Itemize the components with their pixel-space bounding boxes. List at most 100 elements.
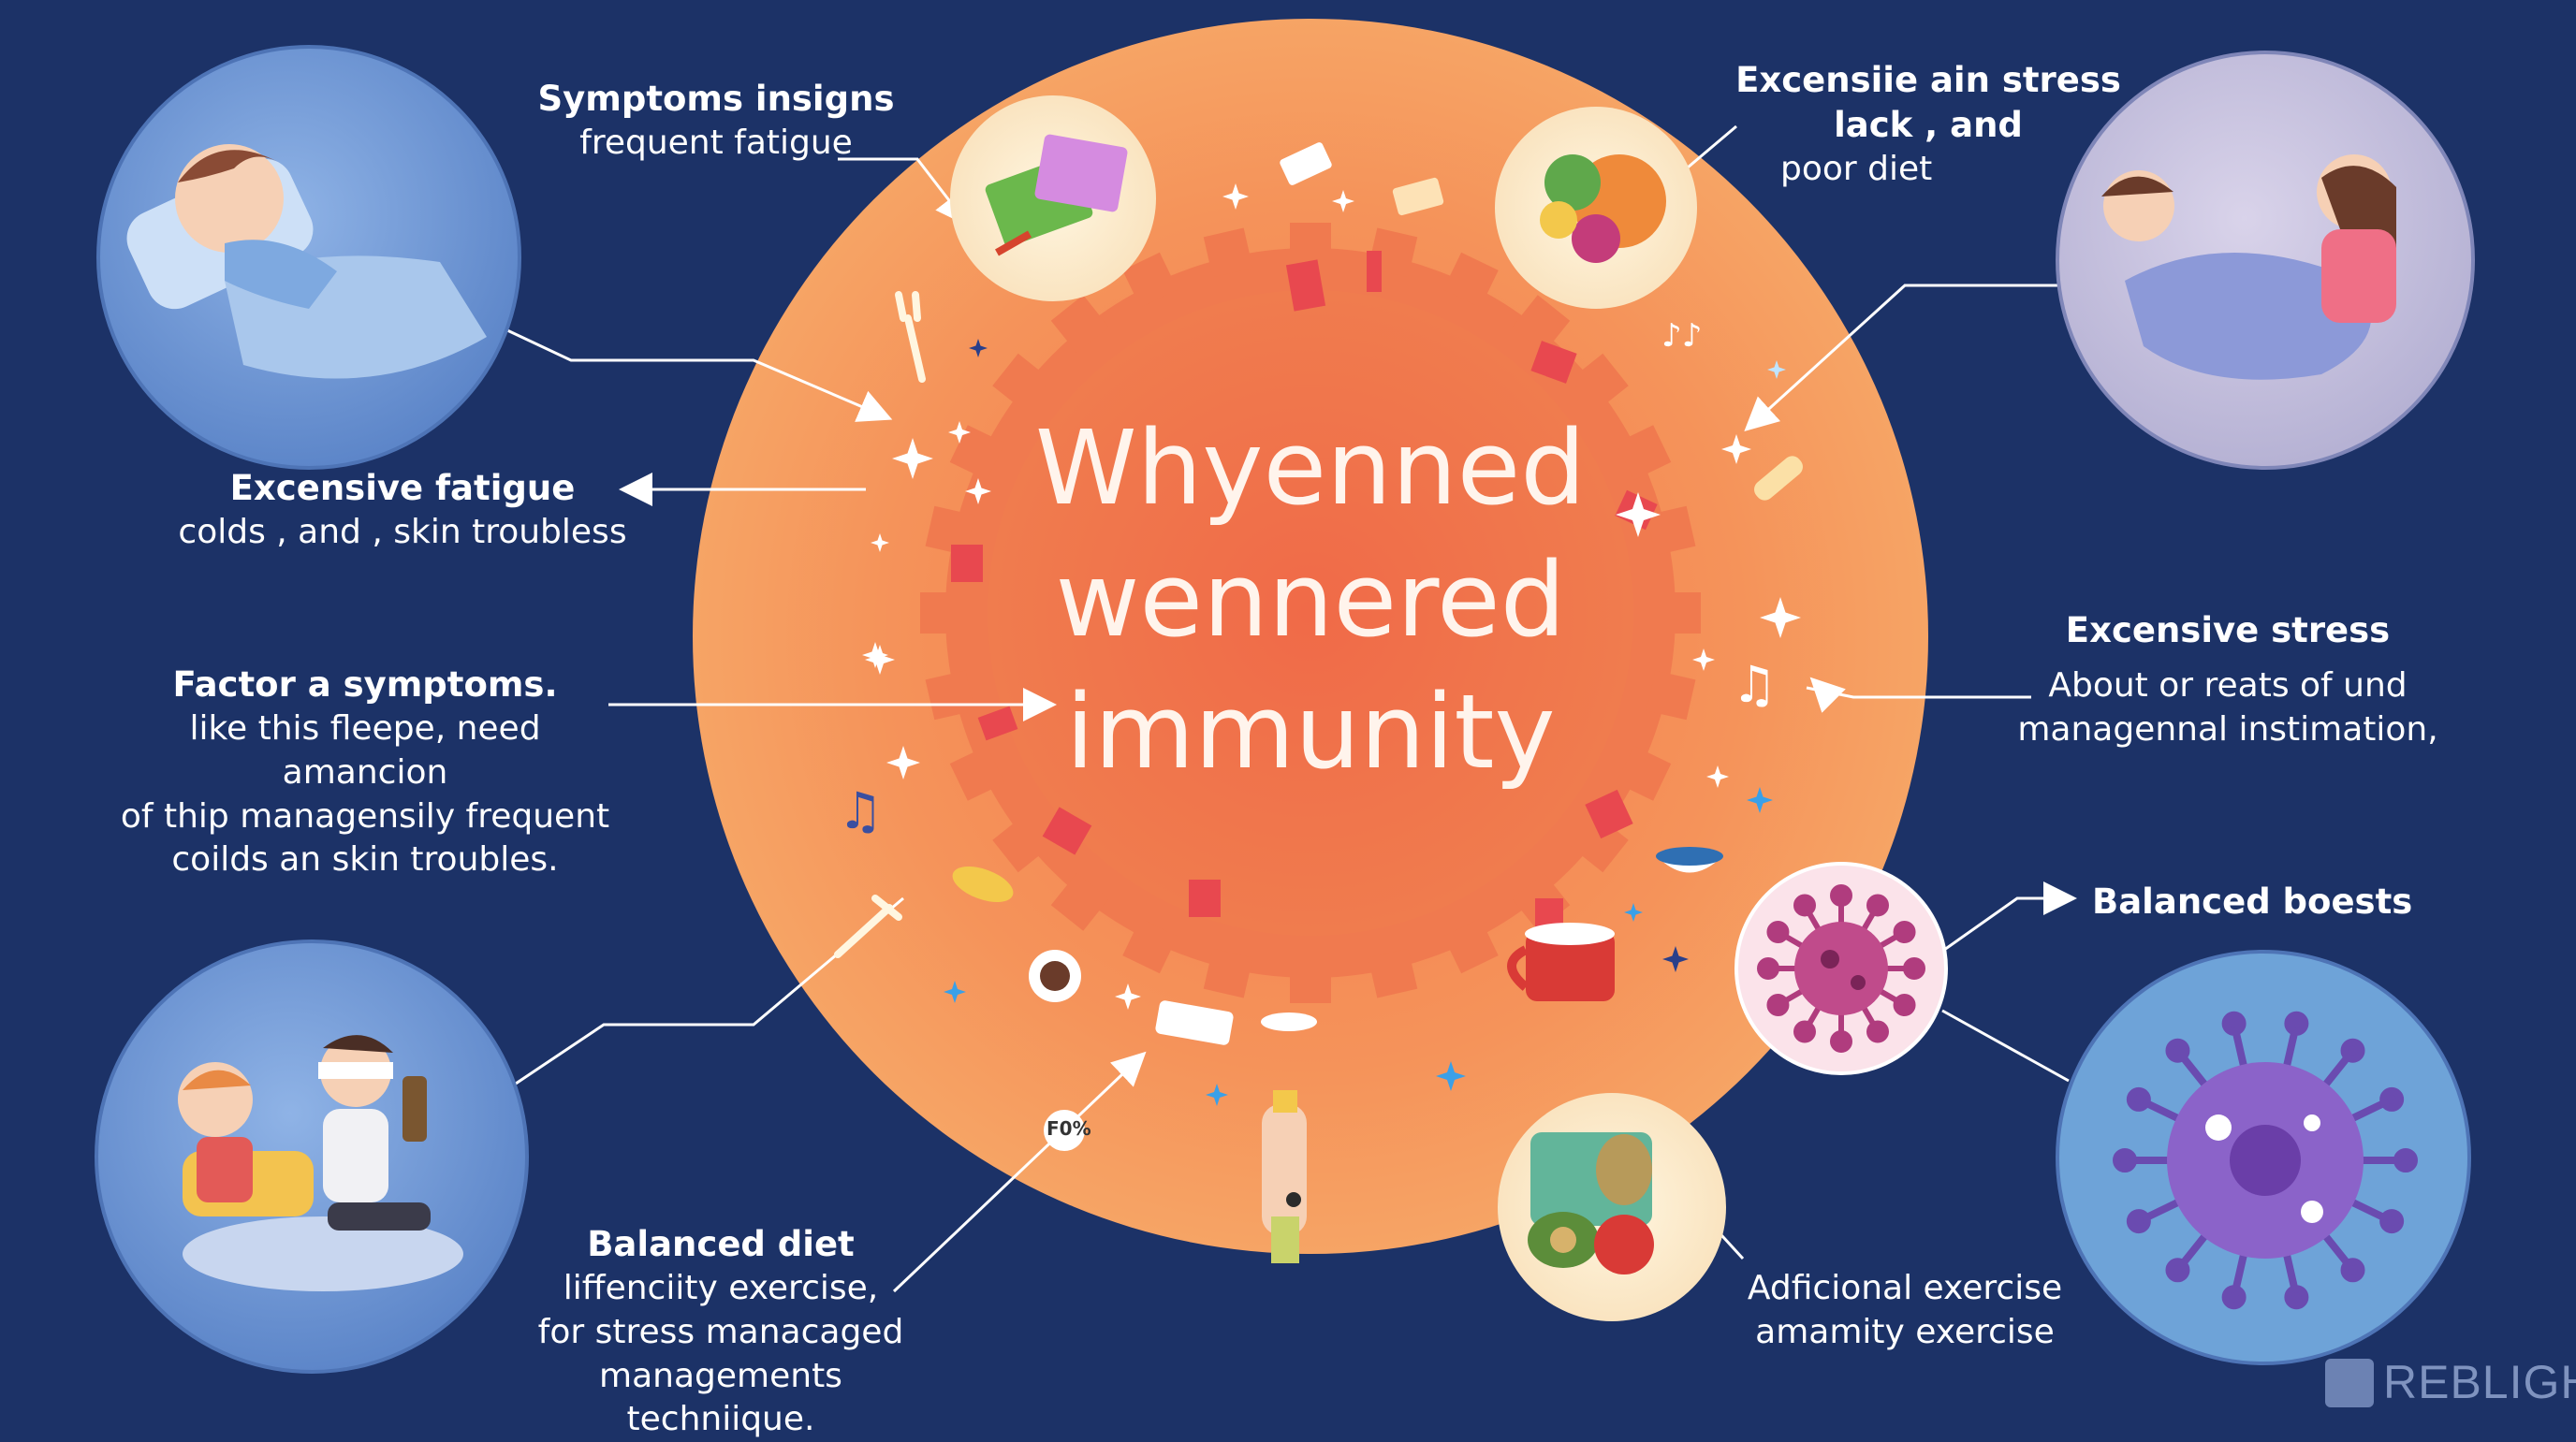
sparkle-icon: [1692, 648, 1715, 671]
inner-circle: [988, 290, 1633, 936]
sparkle-icon: [1721, 434, 1751, 464]
virus-spike-tip: [1766, 921, 1790, 943]
label-symptoms-signs-head: Symptoms insigns: [537, 79, 895, 119]
gear-tooth: [1203, 227, 1253, 278]
title-line-2: wennered: [1055, 539, 1566, 660]
virus-spike-tip: [2340, 1258, 2365, 1283]
gear-tooth: [1570, 353, 1629, 412]
svg-text:♫: ♫: [838, 781, 883, 840]
book-icon: [950, 95, 1156, 301]
sparkle-icon: [1747, 787, 1773, 813]
virus-spike-tip: [1893, 921, 1916, 943]
sparkle-icon: [1767, 360, 1786, 379]
sparkle-icon: [1436, 1061, 1466, 1091]
label-additional-exercise: Adficional exercise amamity exercise: [1713, 1267, 2097, 1355]
gear-tooth: [1368, 948, 1418, 998]
figure-icon: [1262, 1090, 1307, 1263]
virus-spike-tip: [1903, 957, 1925, 980]
sparkle-icon: [862, 642, 888, 668]
sparkle-icon: [886, 746, 920, 779]
sparkle-icon: [1662, 946, 1689, 972]
gear-tooth: [920, 592, 961, 634]
label-stress-diet-head: Excensiie ain stress: [1735, 60, 2121, 100]
label-stress-diet: Excensiie ain stress lack , and poor die…: [1722, 58, 2134, 192]
virus-spike-tip: [1793, 894, 1816, 917]
sparkle-icon: [965, 478, 991, 504]
virus-spike-tip: [2221, 1011, 2247, 1036]
gear-tooth: [1050, 872, 1109, 931]
label-excensive-stress-head: Excensive stress: [2065, 610, 2391, 650]
gear-tooth: [1443, 252, 1499, 308]
music-note-icon: ♫ ♫ ♪♪: [838, 317, 1777, 840]
sparkle-icons: [862, 183, 1801, 1106]
cup-icon: [952, 142, 1803, 1045]
sick-child-care-icon: [95, 939, 529, 1374]
svg-text:♪♪: ♪♪: [1661, 317, 1702, 355]
veggie-bowl-icon: [1498, 1093, 1726, 1321]
gear-tooth: [992, 814, 1051, 873]
label-balanced-boests-head: Balanced boests: [2092, 881, 2413, 922]
virus-spike-tip: [2379, 1086, 2405, 1112]
gear-tooth: [949, 746, 1005, 801]
sparkle-icon: [1222, 183, 1249, 210]
label-excensive-fatigue-head: Excensive fatigue: [229, 468, 576, 508]
label-symptoms-signs-line: frequent fatigue: [579, 124, 853, 163]
virus-spike-tip: [1866, 1020, 1889, 1043]
label-factor-line3: coilds an skin troubles.: [171, 840, 559, 880]
virus-spike-tip: [1866, 894, 1889, 917]
virus-icon: [2056, 950, 2471, 1365]
confetti: [951, 251, 1658, 934]
label-additional-exercise-line: amamity exercise: [1755, 1312, 2055, 1351]
gear-tooth: [1050, 295, 1109, 354]
gear-tooth: [949, 425, 1005, 480]
sparkle-icon: [948, 421, 971, 444]
virus-spike-tip: [2126, 1209, 2151, 1234]
gear-tooth: [1290, 962, 1331, 1003]
virus-spike-tip: [1757, 957, 1779, 980]
svg-text:♫: ♫: [1732, 655, 1777, 714]
label-balanced-diet-head: Balanced diet: [587, 1224, 855, 1264]
virus-spike-tip: [2379, 1209, 2405, 1234]
virus-spike-tip: [2165, 1038, 2190, 1063]
sparkle-icon: [1616, 492, 1661, 537]
page-title: Whyenned wennered immunity: [983, 402, 1638, 797]
gear-tooth: [1512, 295, 1571, 354]
mug-icon: [1507, 923, 1615, 1001]
sparkle-icon: [865, 645, 895, 675]
label-excensive-stress: Excensive stress About or reats of und m…: [1994, 608, 2462, 752]
virus-spike-tip: [2284, 1011, 2309, 1036]
couple-resting-icon: [2056, 51, 2475, 470]
virus-spike-tip: [1766, 994, 1790, 1016]
label-balanced-diet-line2: for stress manacaged: [537, 1312, 904, 1351]
sparkle-icon: [1115, 983, 1141, 1010]
gear-tooth: [1443, 918, 1499, 974]
sparkle-icon: [1624, 903, 1643, 922]
sparkle-icon: [969, 339, 988, 357]
percent-badge-label: F0%: [1046, 1117, 1091, 1140]
title-line-1: Whyenned: [1034, 408, 1587, 528]
label-balanced-diet: Balanced diet liffenciity exercise, for …: [505, 1222, 936, 1442]
label-excensive-stress-line2: managennal instimation,: [2017, 709, 2438, 749]
label-additional-exercise-head: Adficional exercise: [1747, 1269, 2063, 1307]
label-excensive-fatigue: Excensive fatigue colds , and , skin tro…: [159, 466, 646, 555]
sparkle-icon: [1206, 1084, 1228, 1106]
virus-spike-tip: [1830, 1030, 1852, 1053]
virus-spike-tip: [2221, 1285, 2247, 1310]
gear-tooth: [1290, 223, 1331, 264]
virus-spike-tip: [2284, 1285, 2309, 1310]
virus-spike-tip: [2113, 1148, 2137, 1173]
virus-spike-tip: [2165, 1258, 2190, 1283]
sparkle-icon: [892, 438, 933, 479]
sparkle-icon: [1332, 190, 1354, 212]
gear-tooth: [1122, 918, 1178, 974]
gear-tooth: [1616, 746, 1672, 801]
label-stress-diet-line1: lack , and: [1834, 105, 2023, 146]
gear-tooth: [925, 505, 975, 556]
virus-spike-tip: [2340, 1038, 2365, 1063]
label-balanced-diet-line1: liffenciity exercise,: [563, 1269, 879, 1308]
gear-tooth: [925, 670, 975, 721]
connector-lines: [490, 124, 2078, 1293]
virus-spike-tip: [1830, 884, 1852, 907]
virus-spike-tip: [2393, 1148, 2418, 1173]
